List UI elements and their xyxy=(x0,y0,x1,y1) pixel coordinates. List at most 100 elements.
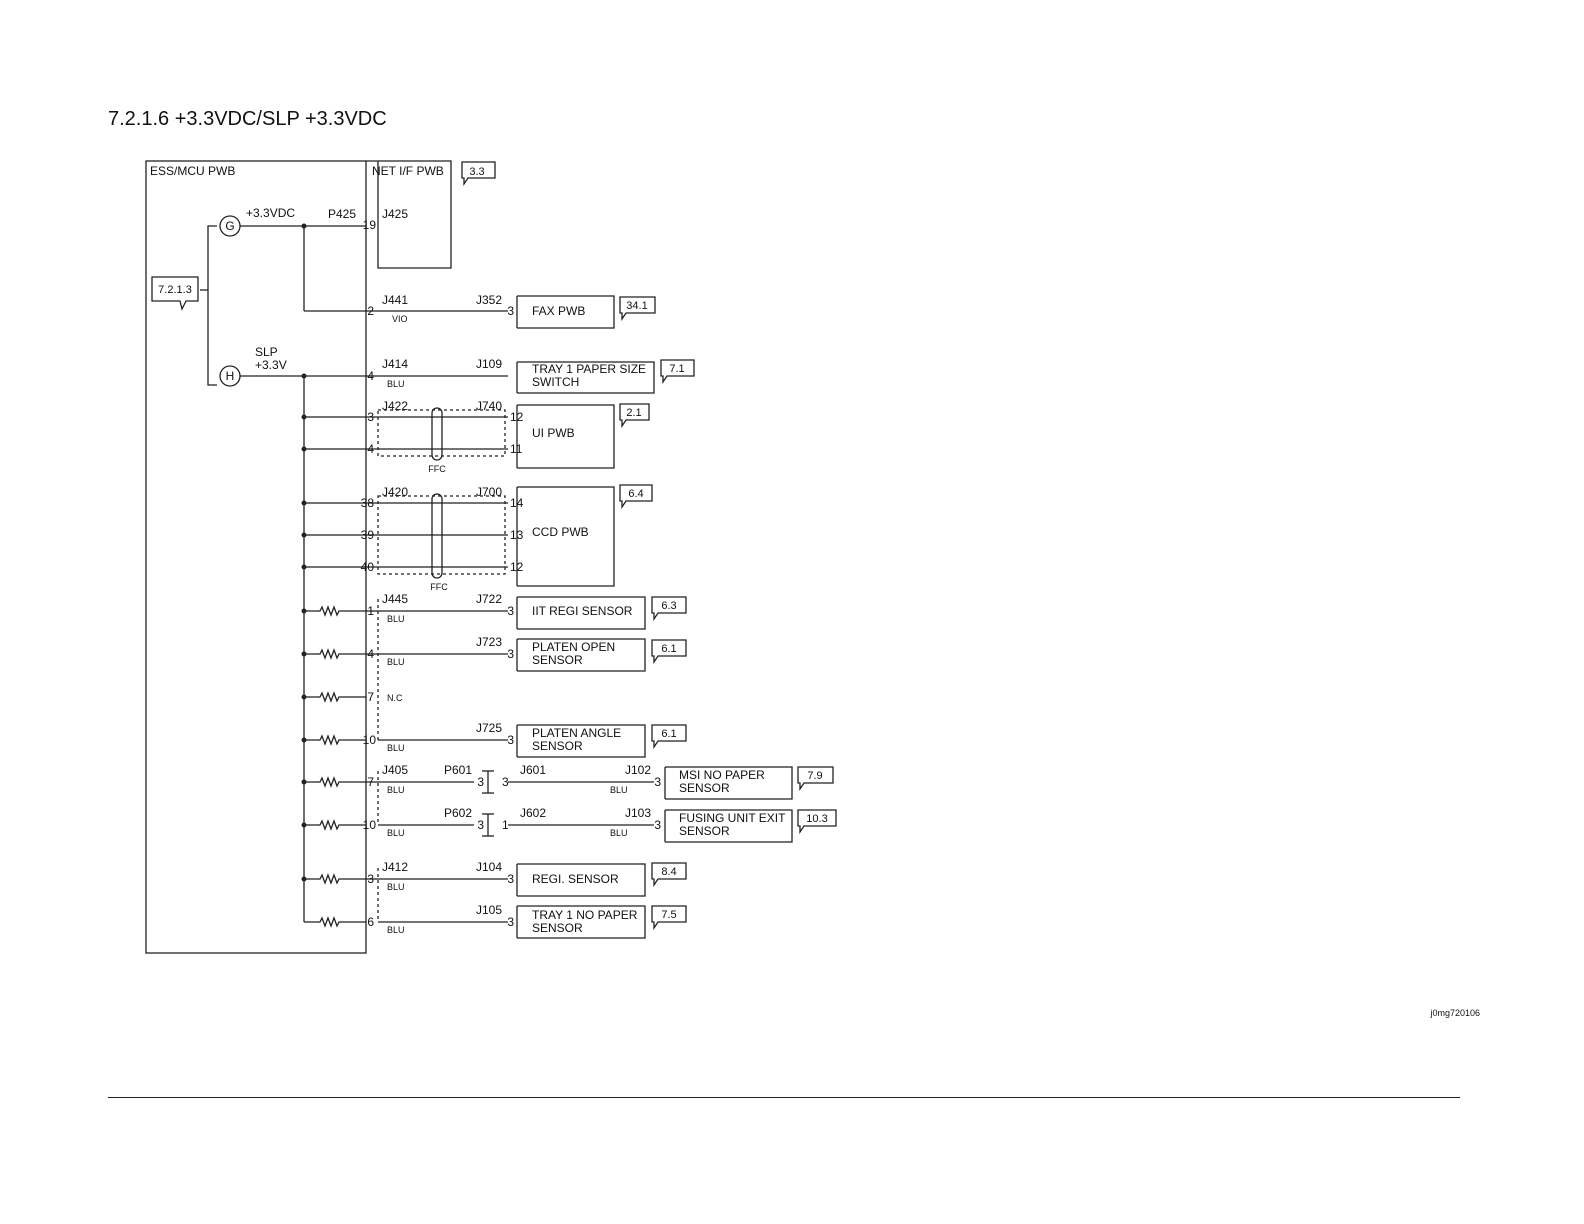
fusing-ref: 10.3 xyxy=(806,813,827,825)
msi-jack: J601 xyxy=(520,763,546,777)
fusing-plug-pin-2: 1 xyxy=(502,818,509,832)
fusing-jack: J602 xyxy=(520,806,546,820)
tray1size-wire: BLU xyxy=(387,379,405,389)
ccd-target-pin-2: 13 xyxy=(510,528,524,542)
tray1np-ref: 7.5 xyxy=(661,909,676,921)
ccd-target-jack: J700 xyxy=(476,485,502,499)
ui-pin-1: 3 xyxy=(367,410,374,424)
iit-ess-jack: J445 xyxy=(382,592,408,606)
msi-wire2: BLU xyxy=(610,785,628,795)
ess-board-label: ESS/MCU PWB xyxy=(150,164,235,178)
regi-wire: BLU xyxy=(387,882,405,892)
tray1size-ref: 7.1 xyxy=(669,363,684,375)
net-jack: J425 xyxy=(382,207,408,221)
net-board-label: NET I/F PWB xyxy=(372,164,444,178)
platenangle-target-jack: J725 xyxy=(476,721,502,735)
fax-pin: 2 xyxy=(367,304,374,318)
tray1np-target-pin: 3 xyxy=(507,915,514,929)
source-g-symbol: G xyxy=(225,219,234,233)
component-boxes xyxy=(516,295,793,939)
source-h-symbol: H xyxy=(226,369,235,383)
msi-ess-jack: J405 xyxy=(382,763,408,777)
platenangle-target-pin: 3 xyxy=(507,733,514,747)
tray1size-ess-jack: J414 xyxy=(382,357,408,371)
msi-plug-pin-1: 3 xyxy=(477,775,484,789)
fusing-wire: BLU xyxy=(387,828,405,838)
regi-label: REGI. SENSOR xyxy=(532,872,619,886)
msi-plug-pin-2: 3 xyxy=(502,775,509,789)
fusing-target-pin: 3 xyxy=(654,818,661,832)
msi-pin: 7 xyxy=(367,775,374,789)
tray1np-label-1: TRAY 1 NO PAPER xyxy=(532,908,638,922)
platenopen-label-1: PLATEN OPEN xyxy=(532,640,615,654)
ccd-pin-3: 40 xyxy=(361,560,375,574)
regi-ess-jack: J412 xyxy=(382,860,408,874)
ui-ref: 2.1 xyxy=(626,407,641,419)
msi-target-jack: J102 xyxy=(625,763,651,777)
ui-ffc-label: FFC xyxy=(428,464,446,474)
tray1np-pin: 6 xyxy=(367,915,374,929)
footer-rule xyxy=(108,1097,1460,1098)
ccd-ref: 6.4 xyxy=(628,488,643,500)
fax-ess-jack: J441 xyxy=(382,293,408,307)
regi-ref: 8.4 xyxy=(661,866,676,878)
msi-target-pin: 3 xyxy=(654,775,661,789)
iit-wire: BLU xyxy=(387,614,405,624)
inline-connector-p602 xyxy=(482,813,494,837)
ccd-pin-1: 38 xyxy=(361,496,375,510)
msi-plug: P601 xyxy=(444,763,472,777)
ref-left: 7.2.1.3 xyxy=(158,284,192,296)
inline-connector-p601 xyxy=(482,770,494,794)
ui-target-pin-2: 11 xyxy=(510,442,523,456)
ffc-ccd-cable xyxy=(431,493,443,579)
iit-pin: 1 xyxy=(367,604,374,618)
tray1np-target-jack: J105 xyxy=(476,903,502,917)
tray1np-label-2: SENSOR xyxy=(532,921,583,935)
ui-target-jack: J740 xyxy=(476,399,502,413)
fax-wire: VIO xyxy=(392,314,408,324)
platenopen-target-jack: J723 xyxy=(476,635,502,649)
image-id-label: j0mg720106 xyxy=(1429,1008,1480,1018)
platenopen-label-2: SENSOR xyxy=(532,653,583,667)
tray1size-target-jack: J109 xyxy=(476,357,502,371)
ccd-label: CCD PWB xyxy=(532,525,589,539)
tray1size-pin: 4 xyxy=(367,369,374,383)
fax-target-jack: J352 xyxy=(476,293,502,307)
ccd-target-pin-3: 12 xyxy=(510,560,524,574)
regi-target-pin: 3 xyxy=(507,872,514,886)
tray1size-label-1: TRAY 1 PAPER SIZE xyxy=(532,362,646,376)
platenopen-target-pin: 3 xyxy=(507,647,514,661)
pullup-resistors xyxy=(304,605,366,928)
ffc-ui-cable xyxy=(431,407,443,461)
net-if-board-box xyxy=(366,160,452,269)
reference-callouts xyxy=(151,161,837,931)
msi-label-2: SENSOR xyxy=(679,781,730,795)
source-h-voltage-2: +3.3V xyxy=(255,358,287,372)
ui-ess-jack: J422 xyxy=(382,399,408,413)
iit-ref: 6.3 xyxy=(661,600,676,612)
fax-target-pin: 3 xyxy=(507,304,514,318)
platenangle-label-1: PLATEN ANGLE xyxy=(532,726,621,740)
fax-label: FAX PWB xyxy=(532,304,585,318)
ui-label: UI PWB xyxy=(532,426,575,440)
fusing-label-2: SENSOR xyxy=(679,824,730,838)
junction-dots xyxy=(301,223,307,882)
ui-pin-2: 4 xyxy=(367,442,374,456)
platenopen-ref: 6.1 xyxy=(661,643,676,655)
ccd-pin-2: 39 xyxy=(361,528,375,542)
platenopen-wire: BLU xyxy=(387,657,405,667)
ccd-target-pin-1: 14 xyxy=(510,496,524,510)
source-g-voltage: +3.3VDC xyxy=(246,206,295,220)
fusing-plug: P602 xyxy=(444,806,472,820)
regi-pin: 3 xyxy=(367,872,374,886)
nc-pin: 7 xyxy=(367,690,374,704)
nc-label: N.C xyxy=(387,693,403,703)
platenangle-ref: 6.1 xyxy=(661,728,676,740)
fusing-wire2: BLU xyxy=(610,828,628,838)
fax-ref: 34.1 xyxy=(626,300,647,312)
iit-label: IIT REGI SENSOR xyxy=(532,604,633,618)
tray1size-label-2: SWITCH xyxy=(532,375,579,389)
iit-target-jack: J722 xyxy=(476,592,502,606)
ess-mcu-board-box xyxy=(145,160,367,954)
